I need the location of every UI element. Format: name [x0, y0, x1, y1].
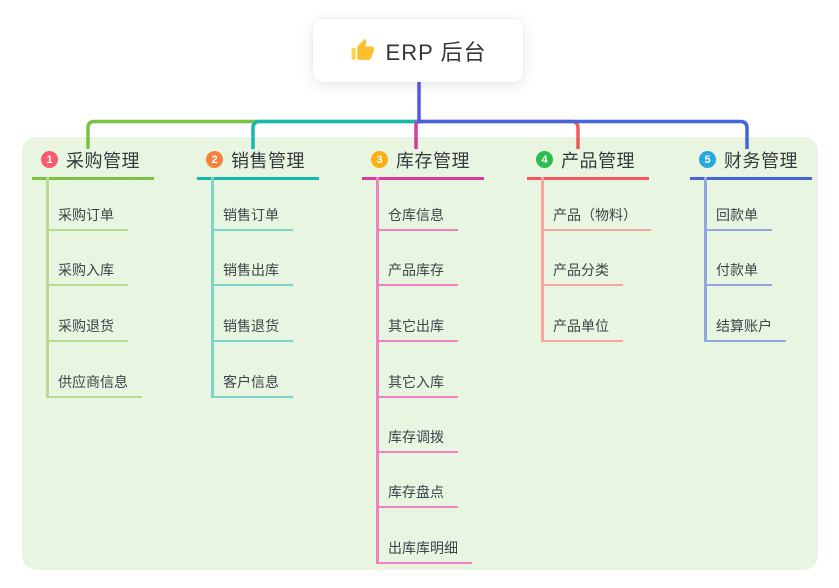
branch-label: 采购管理 — [66, 150, 140, 171]
branch-node[interactable]: 4 产品管理 — [527, 146, 649, 180]
child-node[interactable]: 出库库明细 — [376, 536, 472, 564]
child-node[interactable]: 销售退货 — [211, 314, 293, 342]
branch-node[interactable]: 2 销售管理 — [197, 146, 319, 180]
branch-child-connector — [704, 177, 707, 342]
branch-number-badge: 3 — [371, 151, 388, 168]
child-node[interactable]: 产品分类 — [541, 258, 623, 286]
child-node[interactable]: 采购订单 — [46, 203, 128, 231]
child-node[interactable]: 采购入库 — [46, 258, 128, 286]
child-node[interactable]: 结算账户 — [704, 314, 786, 342]
branch-label: 库存管理 — [396, 150, 470, 171]
child-node[interactable]: 产品（物料） — [541, 203, 651, 231]
child-node[interactable]: 仓库信息 — [376, 203, 458, 231]
branch-finance: 5 财务管理 回款单 付款单 结算账户 — [690, 146, 839, 586]
child-node[interactable]: 产品单位 — [541, 314, 623, 342]
child-node[interactable]: 采购退货 — [46, 314, 128, 342]
root-node[interactable]: ERP 后台 — [313, 19, 523, 82]
branch-node[interactable]: 5 财务管理 — [690, 146, 812, 180]
child-node[interactable]: 客户信息 — [211, 370, 293, 398]
child-node[interactable]: 销售订单 — [211, 203, 293, 231]
child-node[interactable]: 其它入库 — [376, 370, 458, 398]
branch-label: 销售管理 — [231, 150, 305, 171]
branch-number-badge: 4 — [536, 151, 553, 168]
child-node[interactable]: 付款单 — [704, 258, 772, 286]
child-node[interactable]: 库存调拨 — [376, 425, 458, 453]
branch-purchase: 1 采购管理 采购订单 采购入库 采购退货 供应商信息 — [32, 146, 232, 586]
branch-product: 4 产品管理 产品（物料） 产品分类 产品单位 — [527, 146, 727, 586]
branch-label: 产品管理 — [561, 150, 635, 171]
branch-sales: 2 销售管理 销售订单 销售出库 销售退货 客户信息 — [197, 146, 397, 586]
child-node[interactable]: 产品库存 — [376, 258, 458, 286]
branch-child-connector — [541, 177, 544, 342]
child-node[interactable]: 库存盘点 — [376, 480, 458, 508]
branch-number-badge: 1 — [41, 151, 58, 168]
branch-node[interactable]: 3 库存管理 — [362, 146, 484, 180]
child-node[interactable]: 销售出库 — [211, 258, 293, 286]
child-node[interactable]: 其它出库 — [376, 314, 458, 342]
branch-inventory: 3 库存管理 仓库信息 产品库存 其它出库 其它入库 库存调拨 库存盘点 出库库… — [362, 146, 562, 586]
branch-node[interactable]: 1 采购管理 — [32, 146, 154, 180]
child-node[interactable]: 回款单 — [704, 203, 772, 231]
branch-number-badge: 2 — [206, 151, 223, 168]
branch-label: 财务管理 — [724, 150, 798, 171]
mindmap-panel — [22, 137, 818, 570]
child-node[interactable]: 供应商信息 — [46, 370, 142, 398]
thumbs-up-icon — [350, 38, 375, 63]
branch-number-badge: 5 — [699, 151, 716, 168]
root-label: ERP 后台 — [385, 39, 487, 65]
branch-child-connector — [211, 177, 214, 398]
branch-child-connector — [46, 177, 49, 398]
branch-child-connector — [376, 177, 379, 564]
